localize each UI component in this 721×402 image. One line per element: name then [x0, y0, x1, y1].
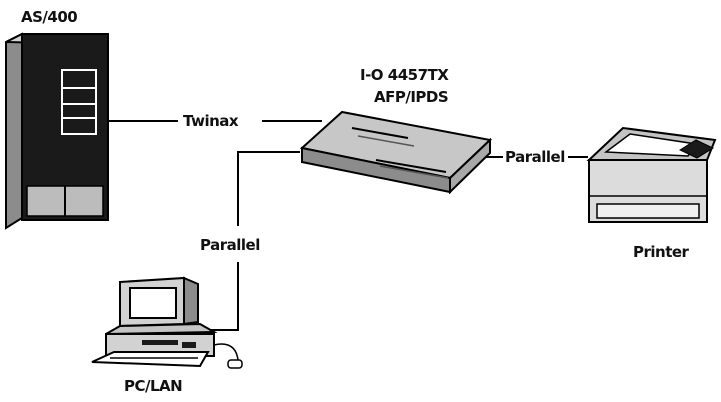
pc-parallel-cable-top — [237, 151, 300, 226]
monitor-screen — [129, 287, 177, 319]
printer — [586, 126, 717, 223]
pc-drive-slot — [142, 340, 178, 345]
printer-label: Printer — [633, 243, 690, 261]
printer-control-panel — [678, 139, 715, 159]
printer-paper-tray — [596, 203, 700, 219]
converter-label-model: I-O 4457TX — [360, 66, 449, 84]
monitor-side — [183, 276, 199, 326]
pc-label: PC/LAN — [124, 377, 182, 395]
as400-side-panel — [5, 32, 23, 230]
converter-side — [449, 137, 491, 195]
converter-box — [299, 110, 493, 195]
as400-label: AS/400 — [21, 8, 77, 26]
pc-parallel-cable-bottom — [210, 262, 239, 331]
as400-drive-bay — [61, 69, 97, 135]
as400-tower — [5, 32, 109, 230]
parallel-pc-label: Parallel — [200, 236, 260, 254]
mouse — [227, 359, 243, 369]
twinax-label: Twinax — [183, 112, 239, 130]
parallel-printer-label: Parallel — [505, 148, 565, 166]
converter-label-protocol: AFP/IPDS — [374, 88, 448, 106]
keyboard — [91, 351, 210, 368]
pc-workstation — [91, 276, 243, 369]
pc-base-top — [105, 322, 218, 335]
